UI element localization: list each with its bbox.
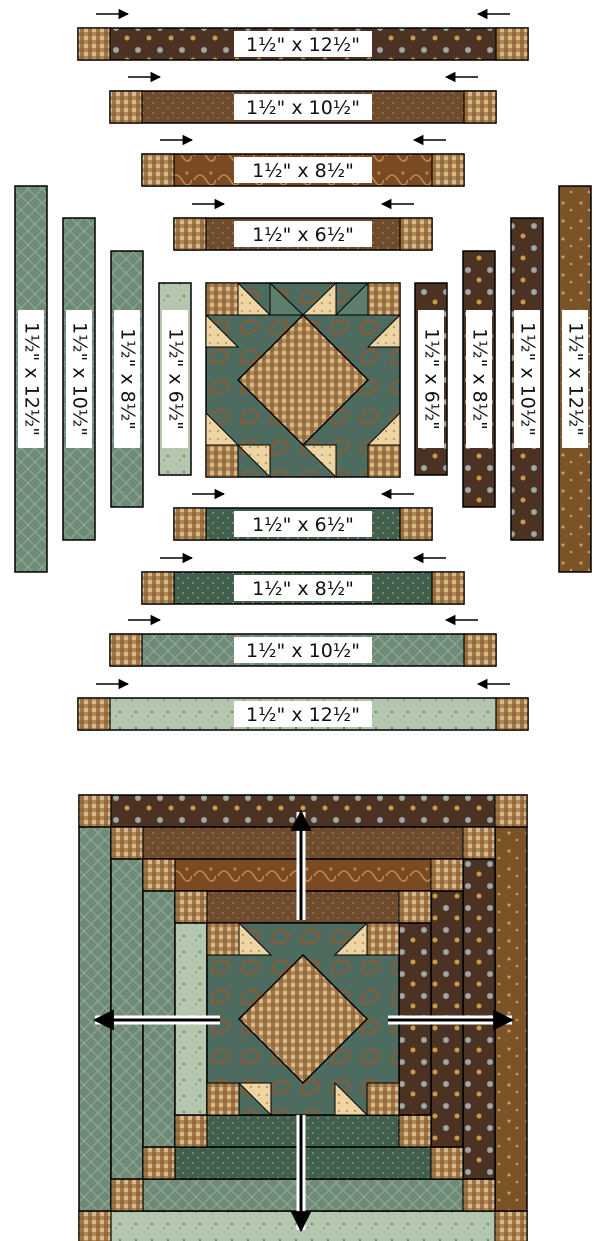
check-square [111, 1179, 143, 1211]
right-strip: 1½" x 6½" [415, 283, 447, 475]
check-square [143, 859, 175, 891]
left-strip: 1½" x 8½" [111, 251, 143, 507]
check-square [400, 218, 432, 250]
check-square [78, 698, 110, 730]
left-strip: 1½" x 10½" [63, 218, 95, 540]
check-square [142, 572, 174, 604]
strip-size-label: 1½" x 12½" [21, 322, 43, 436]
strip-size-label: 1½" x 10½" [246, 97, 360, 119]
check-square [400, 508, 432, 540]
strip-size-label: 1½" x 6½" [165, 328, 187, 430]
check-square [174, 218, 206, 250]
strip-size-label: 1½" x 8½" [117, 328, 139, 430]
check-square [432, 154, 464, 186]
check-square [399, 1115, 431, 1147]
check-square [174, 508, 206, 540]
check-square [399, 891, 431, 923]
strip-size-label: 1½" x 12½" [565, 322, 587, 436]
check-square [79, 1211, 111, 1241]
check-square [431, 1147, 463, 1179]
check-square [111, 827, 143, 859]
strip-size-label: 1½" x 6½" [421, 328, 443, 430]
strip-size-label: 1½" x 8½" [252, 160, 354, 182]
bottom-strip: 1½" x 10½" [110, 634, 496, 666]
check-square [79, 795, 111, 827]
top-strip: 1½" x 6½" [174, 218, 432, 250]
strip-size-label: 1½" x 10½" [69, 322, 91, 436]
top-strip: 1½" x 10½" [110, 91, 496, 123]
left-strip: 1½" x 12½" [15, 186, 47, 572]
check-square [496, 698, 528, 730]
center-star-block-exploded [206, 283, 400, 477]
bottom-strip: 1½" x 6½" [174, 508, 432, 540]
check-square [78, 28, 110, 60]
strip-size-label: 1½" x 12½" [246, 704, 360, 726]
right-strip: 1½" x 12½" [559, 186, 591, 572]
check-square [464, 634, 496, 666]
right-strip: 1½" x 10½" [511, 218, 543, 540]
check-square [463, 827, 495, 859]
strip-size-label: 1½" x 6½" [252, 514, 354, 536]
check-square [431, 859, 463, 891]
check-square [110, 91, 142, 123]
strip-size-label: 1½" x 12½" [246, 34, 360, 56]
strip-size-label: 1½" x 8½" [469, 328, 491, 430]
center-star-block-assembled [207, 923, 399, 1115]
top-strip: 1½" x 12½" [78, 28, 528, 60]
check-square [110, 634, 142, 666]
strip-size-label: 1½" x 10½" [246, 640, 360, 662]
check-square [432, 572, 464, 604]
check-square [495, 795, 527, 827]
check-square [496, 28, 528, 60]
strip-size-label: 1½" x 10½" [517, 322, 539, 436]
bottom-strip: 1½" x 12½" [78, 698, 528, 730]
check-square [495, 1211, 527, 1241]
check-square [142, 154, 174, 186]
check-square [175, 1115, 207, 1147]
check-square [175, 891, 207, 923]
check-square [463, 1179, 495, 1211]
check-square [143, 1147, 175, 1179]
top-strip: 1½" x 8½" [142, 154, 464, 186]
strip-size-label: 1½" x 8½" [252, 578, 354, 600]
right-strip: 1½" x 8½" [463, 251, 495, 507]
check-square [464, 91, 496, 123]
bottom-strip: 1½" x 8½" [142, 572, 464, 604]
strip-size-label: 1½" x 6½" [252, 224, 354, 246]
left-strip: 1½" x 6½" [159, 283, 191, 475]
